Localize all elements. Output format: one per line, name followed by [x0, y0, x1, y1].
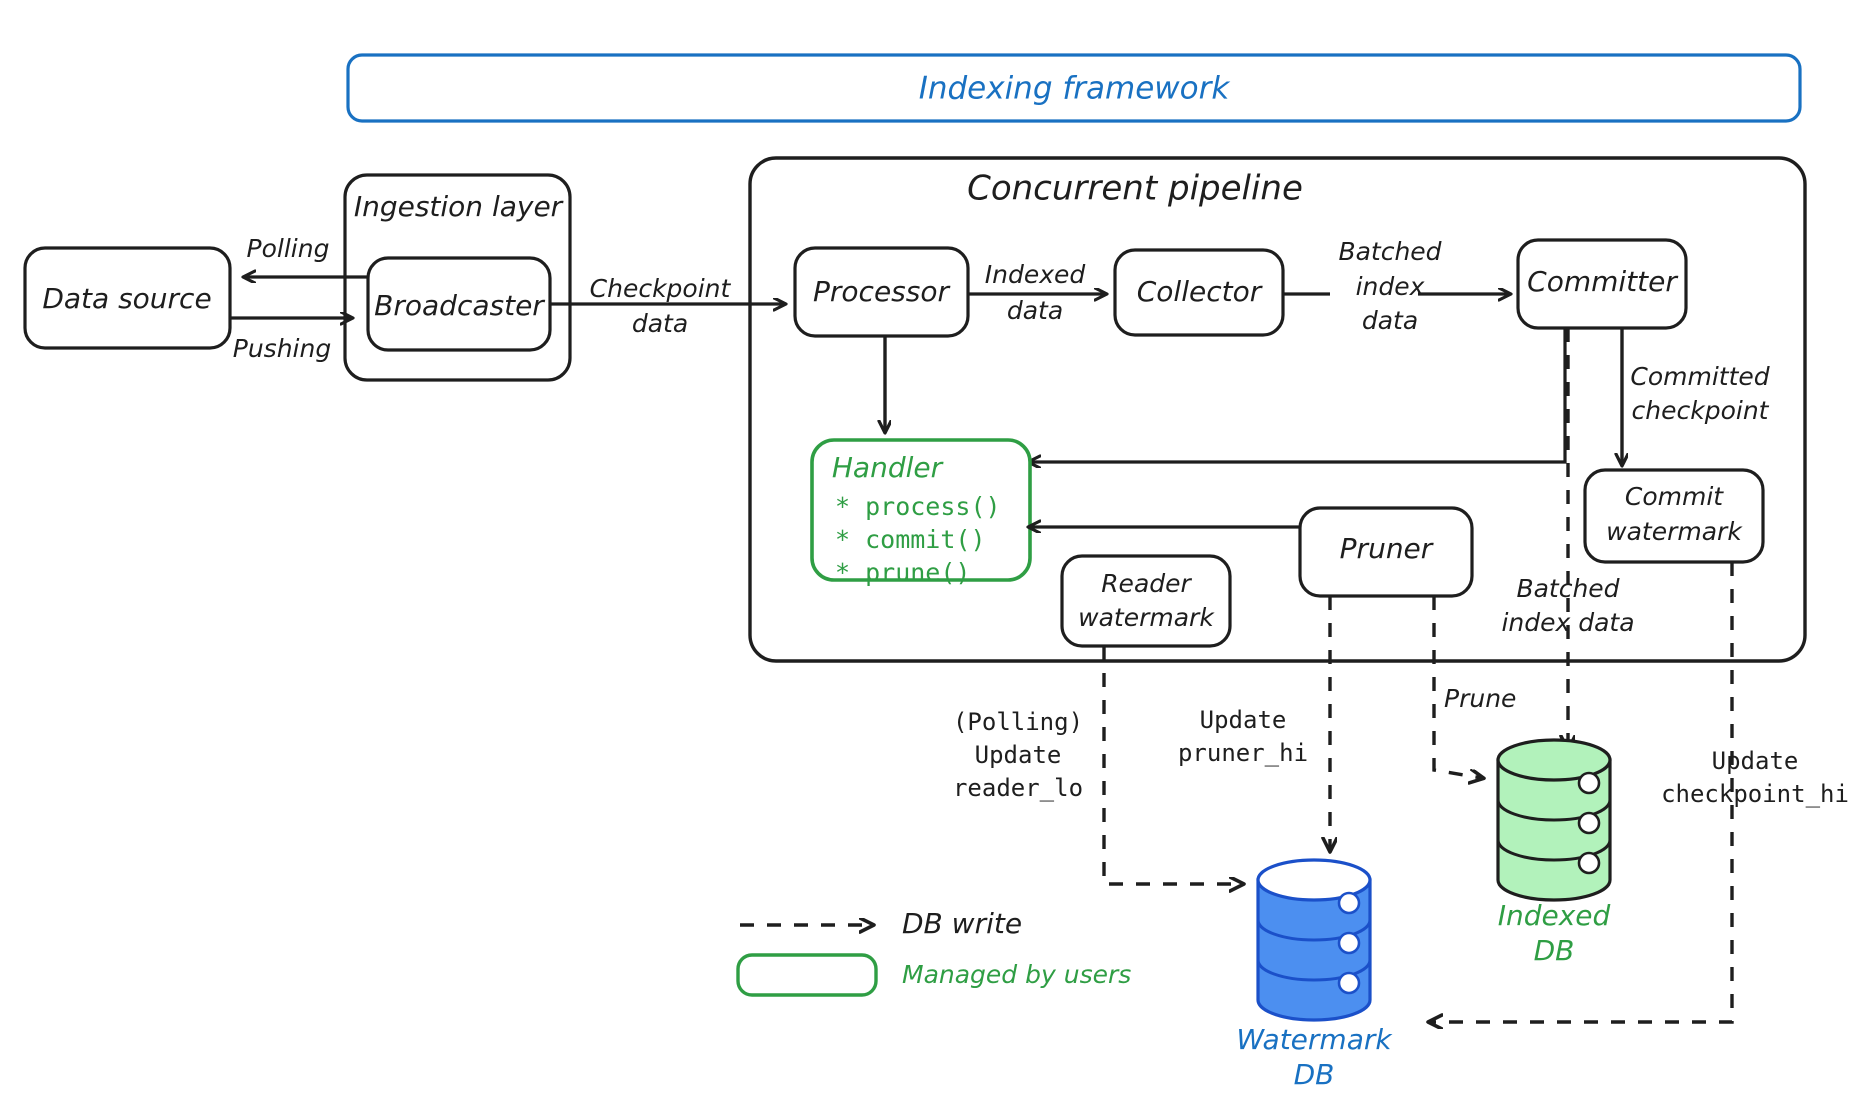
edge-label-indexed-data-line1: Indexed: [985, 260, 1086, 289]
db-write-label-pruner-line2: pruner_hi: [1178, 739, 1308, 767]
edge-label-checkpoint-data-line1: Checkpoint: [590, 274, 732, 303]
concurrent-pipeline-title: Concurrent pipeline: [967, 169, 1303, 209]
node-collector[interactable]: Collector: [1113, 248, 1285, 337]
legend-item-managed-by-users: Managed by users: [736, 953, 1131, 997]
legend: DB write Managed by users: [736, 907, 1131, 997]
committer-label: Committer: [1527, 265, 1678, 298]
reader-watermark-label-line2: watermark: [1078, 603, 1215, 632]
edge-label-committed-checkpoint-line1: Committed: [1630, 362, 1769, 391]
data-source-label: Data source: [42, 282, 211, 315]
edge-prune: Prune: [1432, 596, 1516, 778]
node-committer[interactable]: Committer: [1516, 238, 1688, 330]
handler-method-process: * process(): [835, 492, 1001, 521]
edge-label-polling: Polling: [247, 234, 330, 263]
handler-title: Handler: [832, 451, 944, 484]
legend-label-db-write: DB write: [902, 907, 1022, 940]
edge-label-batched-index-data-line1: Batched: [1338, 237, 1441, 266]
db-write-label-reader-line1: (Polling): [953, 708, 1083, 736]
edge-reader-watermark-db-write: (Polling) Update reader_lo: [953, 646, 1242, 884]
edge-label-batched-index-data2-line1: Batched: [1516, 574, 1619, 603]
edge-committer-indexed-db-write: Batched index data: [1501, 328, 1635, 748]
database-indexed-db[interactable]: Indexed DB: [1496, 738, 1612, 967]
processor-label: Processor: [813, 275, 950, 308]
broadcaster-label: Broadcaster: [374, 289, 545, 322]
indexed-db-label-line2: DB: [1534, 934, 1575, 967]
edge-committer-to-handler: [1029, 328, 1567, 462]
legend-label-managed-by-users: Managed by users: [902, 960, 1131, 989]
edge-commit-watermark-db-write: Update checkpoint_hi: [1430, 562, 1849, 1022]
indexing-framework-title: Indexing framework: [919, 71, 1231, 107]
container-indexing-framework: Indexing framework: [346, 53, 1802, 123]
db-write-label-pruner-line1: Update: [1200, 706, 1287, 734]
legend-item-db-write: DB write: [740, 907, 1022, 940]
pruner-label: Pruner: [1340, 532, 1434, 565]
handler-method-commit: * commit(): [835, 525, 986, 554]
edge-label-batched-index-data2-line2: index data: [1501, 608, 1634, 637]
collector-label: Collector: [1137, 275, 1263, 308]
edge-label-checkpoint-data-line2: data: [632, 309, 688, 338]
node-reader-watermark[interactable]: Reader watermark: [1060, 554, 1232, 648]
edge-label-indexed-data-line2: data: [1007, 296, 1063, 325]
watermark-db-label-line1: Watermark: [1236, 1023, 1393, 1056]
db-write-label-checkpoint-line2: checkpoint_hi: [1661, 780, 1849, 808]
node-broadcaster[interactable]: Broadcaster: [366, 256, 552, 352]
edge-pruner-watermark-db-write: Update pruner_hi: [1178, 596, 1330, 850]
container-concurrent-pipeline: Concurrent pipeline: [748, 156, 1807, 663]
commit-watermark-label-line1: Commit: [1625, 482, 1724, 511]
edge-label-prune: Prune: [1444, 684, 1516, 713]
edge-committed-checkpoint: Committed checkpoint: [1622, 328, 1770, 465]
edge-pushing: Pushing: [230, 318, 352, 363]
database-watermark-db[interactable]: Watermark DB: [1236, 858, 1393, 1091]
edge-batched-index-data: Batched index data: [1283, 237, 1510, 335]
node-handler[interactable]: Handler * process() * commit() * prune(): [810, 438, 1032, 587]
node-processor[interactable]: Processor: [793, 246, 970, 338]
indexed-db-label-line1: Indexed: [1498, 899, 1611, 932]
db-write-label-reader-line2: Update: [975, 741, 1062, 769]
node-commit-watermark[interactable]: Commit watermark: [1583, 468, 1765, 564]
edge-indexed-data: Indexed data: [968, 260, 1106, 325]
edge-checkpoint-data: Checkpoint data: [550, 274, 785, 338]
node-pruner[interactable]: Pruner: [1298, 506, 1474, 598]
db-write-label-reader-line3: reader_lo: [953, 774, 1083, 802]
edge-label-batched-index-data-line3: data: [1362, 306, 1418, 335]
edge-label-batched-index-data-line2: index: [1356, 272, 1425, 301]
container-ingestion-layer: Ingestion layer: [343, 173, 572, 382]
node-data-source[interactable]: Data source: [23, 246, 232, 350]
watermark-db-label-line2: DB: [1294, 1058, 1335, 1091]
commit-watermark-label-line2: watermark: [1606, 517, 1743, 546]
edge-polling: Polling: [244, 234, 368, 277]
edge-label-pushing: Pushing: [233, 334, 331, 363]
handler-method-prune: * prune(): [835, 558, 970, 587]
reader-watermark-label-line1: Reader: [1101, 569, 1192, 598]
db-write-label-checkpoint-line1: Update: [1712, 747, 1799, 775]
ingestion-layer-title: Ingestion layer: [354, 190, 564, 223]
edge-label-committed-checkpoint-line2: checkpoint: [1632, 396, 1770, 425]
